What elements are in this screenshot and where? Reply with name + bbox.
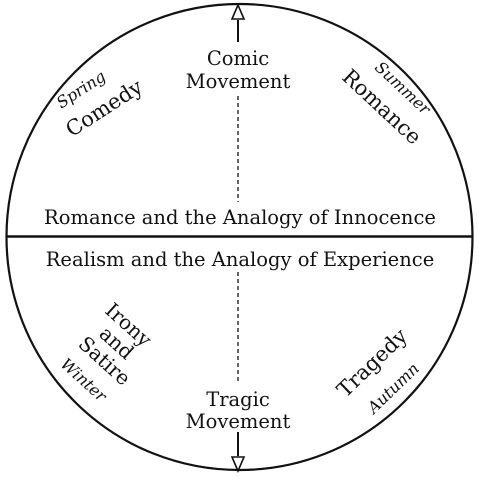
tragic-movement-line-1: Tragic <box>206 388 270 411</box>
down-arrow-icon <box>230 432 246 474</box>
comic-movement-line-1: Comic <box>207 47 269 70</box>
upper-band-label: Romance and the Analogy of Innocence <box>44 206 436 229</box>
lower-band-label: Realism and the Analogy of Experience <box>46 248 435 271</box>
up-arrow-icon <box>230 2 246 42</box>
tragic-movement-line-2: Movement <box>186 410 291 433</box>
comic-movement-line-2: Movement <box>186 70 291 93</box>
